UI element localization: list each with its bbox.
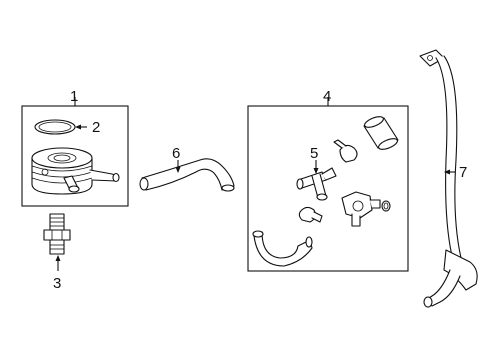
arrow-2 xyxy=(75,124,81,130)
callout-6: 6 xyxy=(172,145,180,162)
arrow-7 xyxy=(444,169,450,175)
curved-hose-part xyxy=(252,230,313,267)
oil-tube-part xyxy=(419,49,478,308)
callout-4: 4 xyxy=(323,88,331,105)
o-ring-part xyxy=(34,119,76,135)
callout-3: 3 xyxy=(53,275,61,292)
callout-1: 1 xyxy=(70,88,78,105)
fitting-part xyxy=(43,213,71,255)
oil-cooler-part xyxy=(31,147,120,195)
straight-hose-part xyxy=(363,116,399,150)
arrow-6 xyxy=(175,167,181,173)
callout-7: 7 xyxy=(459,164,467,181)
small-o-ring-part xyxy=(381,200,391,212)
arrow-5 xyxy=(313,168,319,174)
valve-part xyxy=(341,191,381,227)
hose-part xyxy=(139,158,235,192)
hose-clamp-upper-part xyxy=(333,139,358,163)
callout-5: 5 xyxy=(310,145,318,162)
tee-connector-part xyxy=(296,167,337,201)
hose-clamp-lower-part xyxy=(298,206,323,223)
arrow-3 xyxy=(55,255,61,261)
callout-2: 2 xyxy=(92,119,100,136)
